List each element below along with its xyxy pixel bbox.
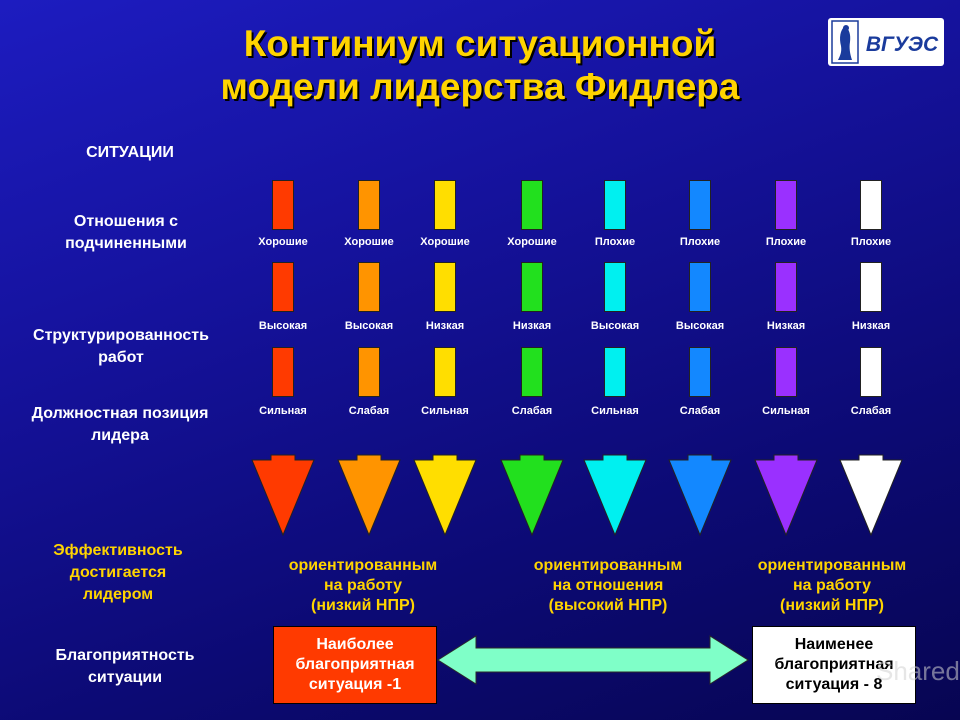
position-label: Должностная позиция лидера (31, 405, 209, 444)
situation-bar (521, 262, 543, 312)
situation-bar (604, 347, 626, 397)
situation-bar (689, 347, 711, 397)
situation-position-value: Слабая (348, 405, 390, 417)
situation-bar (521, 180, 543, 230)
situation-relations-value: Плохие (765, 236, 807, 248)
orientation-line-2: на работу (792, 577, 872, 594)
situation-relations-value: Хорошие (344, 236, 394, 248)
situation-bar (775, 347, 797, 397)
situation-bar (775, 180, 797, 230)
university-logo: ВГУЭС (828, 18, 944, 66)
situation-position-value: Сильная (421, 405, 469, 417)
svg-text:ВГУЭС: ВГУЭС (866, 33, 939, 56)
situation-bar (358, 180, 380, 230)
situation-bar (860, 180, 882, 230)
situation-bar (860, 262, 882, 312)
situation-position-value: Сильная (762, 405, 810, 417)
situation-bar (689, 180, 711, 230)
situation-position-value: Сильная (259, 405, 307, 417)
situation-relations-value: Плохие (850, 236, 892, 248)
situation-position-value: Сильная (591, 405, 639, 417)
situation-structure-value: Высокая (258, 320, 308, 332)
double-arrow-icon (437, 635, 749, 685)
situation-bar (434, 347, 456, 397)
title-line-1: Континиум ситуационной (243, 23, 717, 64)
situation-structure-value: Низкая (766, 320, 806, 332)
situation-structure-value: Высокая (590, 320, 640, 332)
situation-bar (434, 262, 456, 312)
situation-relations-value: Хорошие (507, 236, 557, 248)
favorability-label: Благоприятность ситуации (55, 647, 195, 686)
orientation-line-1: ориентированным (288, 557, 438, 574)
situation-relations-value: Плохие (594, 236, 636, 248)
page-title: Континиум ситуационной модели лидерства … (120, 22, 840, 108)
down-arrow-icon (754, 454, 818, 536)
orientation-line-2: на работу (323, 577, 403, 594)
orientation-line-3: (низкий НПР) (311, 597, 415, 614)
situation-bar (358, 262, 380, 312)
down-arrow-icon (500, 454, 564, 536)
situation-bar (358, 347, 380, 397)
effectiveness-label: Эффективность достигается лидером (53, 542, 183, 603)
situation-structure-value: Высокая (675, 320, 725, 332)
title-line-2: модели лидерства Фидлера (220, 66, 740, 107)
situation-structure-value: Высокая (344, 320, 394, 332)
orientation-line-1: ориентированным (533, 557, 683, 574)
orientation-task-left: ориентированным на работу (низкий НПР) (258, 556, 468, 616)
situation-structure-value: Низкая (425, 320, 465, 332)
most-favorable-box: Наиболее благоприятная ситуация -1 (273, 626, 437, 704)
down-arrow-icon (839, 454, 903, 536)
situation-bar (689, 262, 711, 312)
situation-bar (604, 180, 626, 230)
situation-structure-value: Низкая (512, 320, 552, 332)
orientation-task-right: ориентированным на работу (низкий НПР) (727, 556, 937, 616)
down-arrow-icon (413, 454, 477, 536)
down-arrow-icon (251, 454, 315, 536)
situation-relations-value: Хорошие (420, 236, 470, 248)
down-arrow-icon (337, 454, 401, 536)
situation-position-value: Слабая (850, 405, 892, 417)
least-favorable-text: Наименее благоприятная ситуация - 8 (774, 636, 894, 693)
orientation-line-1: ориентированным (757, 557, 907, 574)
situation-bar (272, 180, 294, 230)
orientation-line-3: (высокий НПР) (548, 597, 668, 614)
relations-label: Отношения с подчиненными (65, 213, 187, 252)
situation-relations-value: Плохие (679, 236, 721, 248)
situations-label: СИТУАЦИИ (86, 144, 174, 161)
situation-bar (521, 347, 543, 397)
most-favorable-text: Наиболее благоприятная ситуация -1 (295, 636, 415, 693)
orientation-relations: ориентированным на отношения (высокий НП… (503, 556, 713, 616)
situation-position-value: Слабая (511, 405, 553, 417)
situation-bar (272, 347, 294, 397)
orientation-line-3: (низкий НПР) (780, 597, 884, 614)
situation-structure-value: Низкая (851, 320, 891, 332)
watermark-text: Shared (876, 656, 960, 686)
down-arrow-icon (583, 454, 647, 536)
structure-label: Структурированность работ (33, 327, 209, 366)
situation-position-value: Слабая (679, 405, 721, 417)
situation-bar (272, 262, 294, 312)
down-arrow-icon (668, 454, 732, 536)
least-favorable-box: Наименее благоприятная ситуация - 8 (752, 626, 916, 704)
orientation-line-2: на отношения (552, 577, 664, 594)
situation-bar (775, 262, 797, 312)
situation-relations-value: Хорошие (258, 236, 308, 248)
situation-bar (434, 180, 456, 230)
situation-bar (860, 347, 882, 397)
situation-bar (604, 262, 626, 312)
